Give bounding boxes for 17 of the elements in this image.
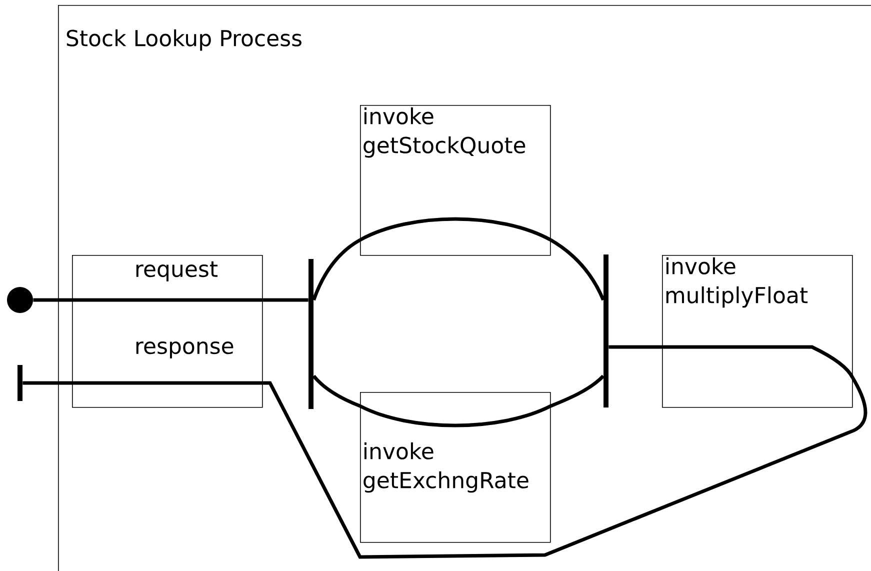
connector <box>262 377 867 559</box>
sync-bar <box>308 259 314 409</box>
port-box: request response <box>72 255 263 408</box>
connector <box>312 374 361 408</box>
connector <box>33 298 72 302</box>
connector <box>550 238 605 301</box>
activity-box: invoke getStockQuote <box>360 105 551 256</box>
connector <box>22 381 72 385</box>
sync-bar <box>18 365 22 401</box>
start-dot <box>7 287 33 313</box>
activity-box: invoke getExchngRate <box>360 392 551 543</box>
connector <box>312 238 361 301</box>
connector <box>262 298 308 302</box>
activity-box: invoke multiplyFloat <box>662 255 853 408</box>
connector <box>608 345 662 349</box>
connector <box>550 374 605 408</box>
sync-bar <box>604 254 608 408</box>
